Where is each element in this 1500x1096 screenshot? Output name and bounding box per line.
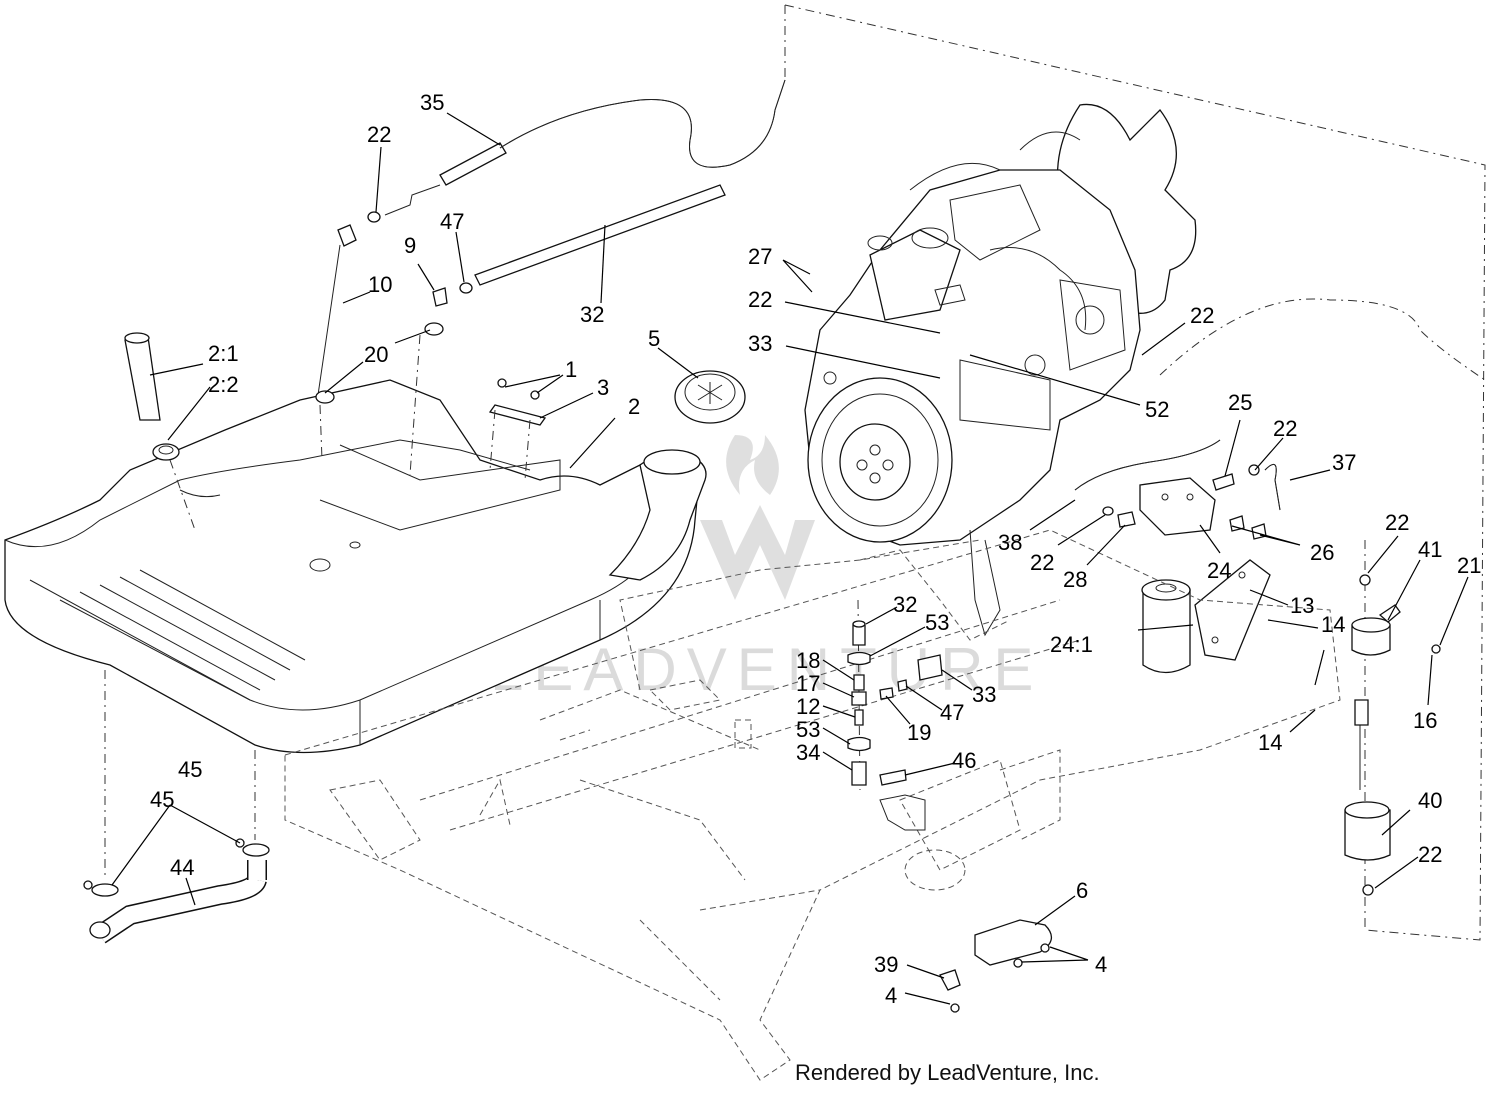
callout-5: 5 <box>648 326 660 351</box>
callout-22: 22 <box>748 287 772 312</box>
callout-22: 22 <box>1273 416 1297 441</box>
callout-22: 22 <box>367 122 391 147</box>
callout-12: 12 <box>796 694 820 719</box>
callout-22: 22 <box>1385 510 1409 535</box>
callout-24: 24 <box>1207 558 1231 583</box>
fuel-filter <box>1141 579 1191 674</box>
callout-20: 20 <box>364 342 388 367</box>
callout-3: 3 <box>597 375 609 400</box>
callout-10: 10 <box>368 272 392 297</box>
filler-neck <box>608 449 707 581</box>
callout-14: 14 <box>1321 612 1345 637</box>
callout-47: 47 <box>940 700 964 725</box>
callout-37: 37 <box>1332 450 1356 475</box>
callout-33: 33 <box>748 331 772 356</box>
fitting-stack <box>847 620 943 831</box>
callout-45: 45 <box>178 757 202 782</box>
callout-34: 34 <box>796 740 820 765</box>
callout-39: 39 <box>874 952 898 977</box>
callout-38: 38 <box>998 530 1022 555</box>
callout-2-2: 2:2 <box>208 372 239 397</box>
fuel-tank <box>4 379 701 754</box>
callout-14: 14 <box>1258 730 1282 755</box>
callout-4: 4 <box>885 983 897 1008</box>
callout-46: 46 <box>952 748 976 773</box>
callout-45: 45 <box>150 787 174 812</box>
callout-2-1: 2:1 <box>208 341 239 366</box>
callout-52: 52 <box>1145 397 1169 422</box>
callout-19: 19 <box>907 720 931 745</box>
callout-labels: 35 22 47 9 10 32 2:1 2:2 20 1 3 2 5 27 2… <box>150 90 1481 1008</box>
phantom-curve <box>1159 298 1486 381</box>
vent-hoses <box>315 79 786 476</box>
callout-22: 22 <box>1418 842 1442 867</box>
callout-53: 53 <box>925 610 949 635</box>
callout-41: 41 <box>1418 537 1442 562</box>
filter-head <box>1139 477 1271 661</box>
callout-9: 9 <box>404 233 416 258</box>
callout-22: 22 <box>1190 303 1214 328</box>
callout-2: 2 <box>628 394 640 419</box>
callout-17: 17 <box>796 671 820 696</box>
callout-25: 25 <box>1228 390 1252 415</box>
engine-assembly <box>804 103 1197 637</box>
callout-44: 44 <box>170 855 194 880</box>
callout-33: 33 <box>972 682 996 707</box>
callout-32: 32 <box>580 302 604 327</box>
fuel-cap <box>674 370 746 424</box>
callout-6: 6 <box>1076 878 1088 903</box>
callout-26: 26 <box>1310 540 1334 565</box>
callout-1: 1 <box>565 357 577 382</box>
callout-21: 21 <box>1457 553 1481 578</box>
callout-22: 22 <box>1030 550 1054 575</box>
callout-24-1: 24:1 <box>1050 632 1093 657</box>
callout-18: 18 <box>796 648 820 673</box>
callout-27: 27 <box>748 244 772 269</box>
callout-35: 35 <box>420 90 444 115</box>
phantom-boundary <box>784 4 1486 941</box>
callout-13: 13 <box>1290 593 1314 618</box>
leader-lines <box>111 112 1469 1005</box>
callout-28: 28 <box>1063 567 1087 592</box>
tank-gauge-tube <box>124 332 196 531</box>
tank-bracket <box>488 378 547 481</box>
rendered-by-footer: Rendered by LeadVenture, Inc. <box>795 1060 1100 1085</box>
callout-40: 40 <box>1418 788 1442 813</box>
callout-16: 16 <box>1413 708 1437 733</box>
heat-shield <box>939 919 1052 1013</box>
callout-32: 32 <box>893 592 917 617</box>
fuel-hoses <box>1074 439 1281 528</box>
fuel-pump <box>1344 574 1441 896</box>
callout-4: 4 <box>1095 952 1107 977</box>
callout-53: 53 <box>796 717 820 742</box>
chassis-frame <box>284 529 1341 1081</box>
callout-47: 47 <box>440 209 464 234</box>
tank-return-hose <box>83 670 270 944</box>
